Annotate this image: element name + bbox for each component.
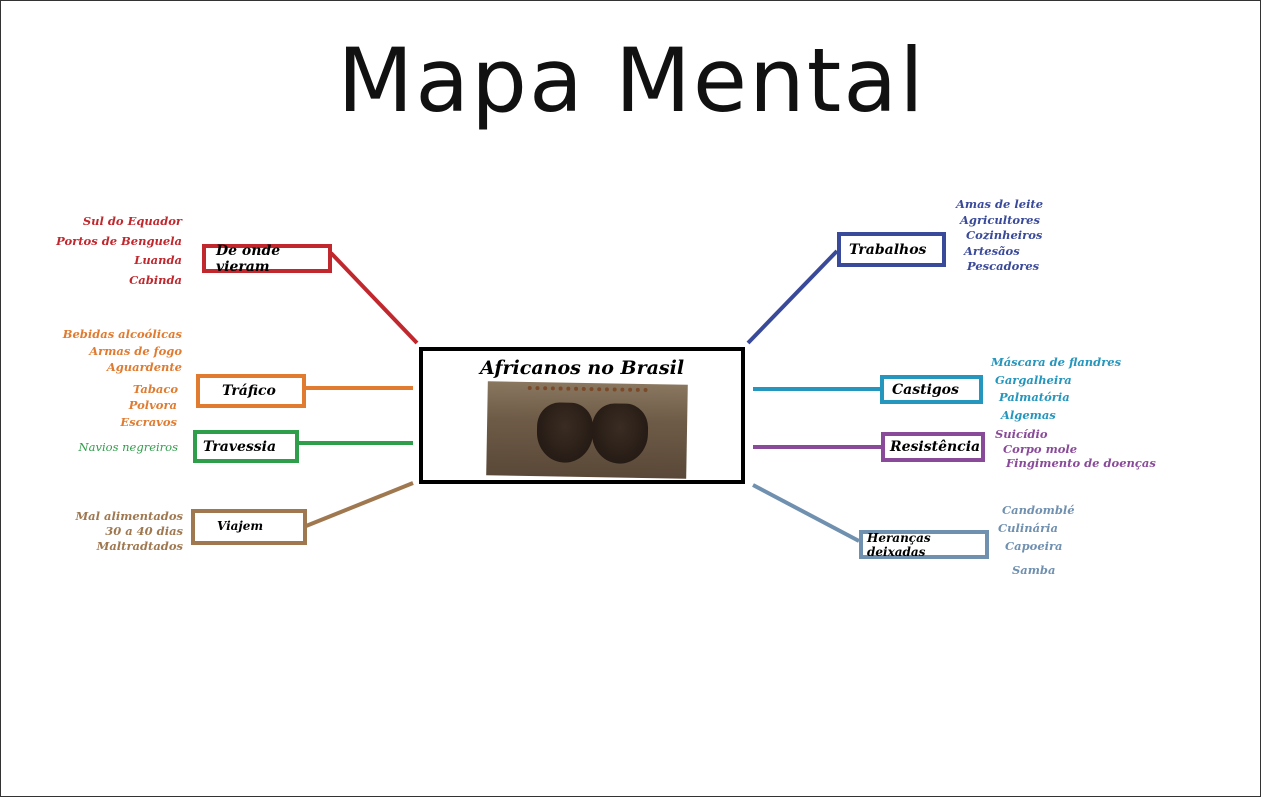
node-label: Resistência — [890, 439, 981, 455]
list-trabalhos: Amas de leite Agricultores Cozinheiros A… — [956, 197, 1043, 275]
node-travessia: Travessia — [193, 430, 299, 463]
list-item: Máscara de flandres — [991, 355, 1122, 369]
list-item: Amas de leite — [956, 197, 1044, 211]
list-trafico: Bebidas alcoólicas Armas de fogo Aguarde… — [63, 326, 182, 430]
node-label: Viajem — [217, 519, 264, 533]
list-item: Palmatória — [999, 390, 1070, 404]
connector-origem — [329, 251, 419, 345]
list-item: Cabinda — [129, 272, 182, 287]
list-item: Polvora — [128, 398, 177, 412]
hand-left — [536, 402, 594, 464]
list-herancas-deixadas: Candomblé Culinária Capoeira Samba — [998, 501, 1075, 579]
connector-viajem — [305, 481, 414, 528]
list-travessia: Navios negreiros — [79, 440, 178, 455]
node-label: Travessia — [203, 438, 277, 455]
chained-hands-photo — [486, 381, 688, 479]
list-item: Culinária — [998, 521, 1058, 535]
list-item: Capoeira — [1005, 539, 1063, 553]
list-resistencia: Suicídio Corpo mole Fingimento de doença… — [995, 427, 1156, 471]
connector-herancas — [752, 483, 860, 543]
list-item: Sul do Equador — [82, 214, 182, 228]
list-item: Maltradtados — [96, 539, 183, 553]
node-castigos: Castigos — [880, 375, 983, 404]
list-item: Navios negreiros — [78, 440, 178, 454]
list-item: Tabaco — [132, 381, 178, 396]
list-item: 30 a 40 dias — [105, 524, 183, 538]
list-item: Aguardente — [106, 360, 182, 374]
list-item: Mal alimentados — [75, 509, 183, 523]
node-label: Castigos — [892, 381, 959, 398]
list-item: Artesãos — [964, 243, 1020, 258]
node-trafico: Tráfico — [196, 374, 306, 408]
list-item: Samba — [1012, 563, 1056, 577]
list-item: Bebidas alcoólicas — [62, 327, 182, 341]
central-node: Africanos no Brasil — [419, 347, 745, 484]
list-item: Candomblé — [1002, 503, 1075, 517]
node-viajem: Viajem — [191, 509, 307, 545]
connector-trabalhos — [746, 249, 839, 345]
list-item: Gargalheira — [995, 372, 1072, 387]
list-item: Portos de Benguela — [56, 233, 182, 248]
list-item: Pescadores — [967, 259, 1040, 273]
node-label: Tráfico — [222, 383, 276, 399]
node-label: De onde vieram — [216, 242, 281, 275]
list-item: Armas de fogo — [89, 343, 182, 358]
list-castigos: Máscara de flandres Gargalheira Palmatór… — [991, 354, 1121, 424]
node-label: Trabalhos — [849, 241, 927, 258]
node-resistencia: Resistência — [881, 432, 985, 462]
node-herancas-deixadas: Heranças deixadas — [859, 530, 989, 559]
node-label: Heranças deixadas — [867, 530, 931, 559]
list-item: Fingimento de doenças — [1006, 456, 1156, 470]
list-viajem: Mal alimentados 30 a 40 dias Maltradtado… — [75, 509, 183, 554]
list-item: Algemas — [1001, 407, 1056, 422]
list-item: Suicídio — [995, 427, 1048, 441]
node-de-onde-vieram: De onde vieram — [202, 242, 332, 275]
hand-right — [591, 403, 649, 465]
list-item: Cozinheiros — [966, 228, 1043, 242]
page-title: Mapa Mental — [337, 29, 926, 132]
list-de-onde-vieram: Sul do Equador Portos de Benguela Luanda… — [56, 212, 182, 290]
node-trabalhos: Trabalhos — [837, 232, 946, 267]
central-node-title: Africanos no Brasil — [479, 357, 685, 379]
list-item: Luanda — [134, 253, 182, 267]
list-item: Corpo mole — [1003, 441, 1078, 456]
list-item: Agricultores — [960, 212, 1040, 227]
list-item: Escravos — [120, 414, 177, 429]
